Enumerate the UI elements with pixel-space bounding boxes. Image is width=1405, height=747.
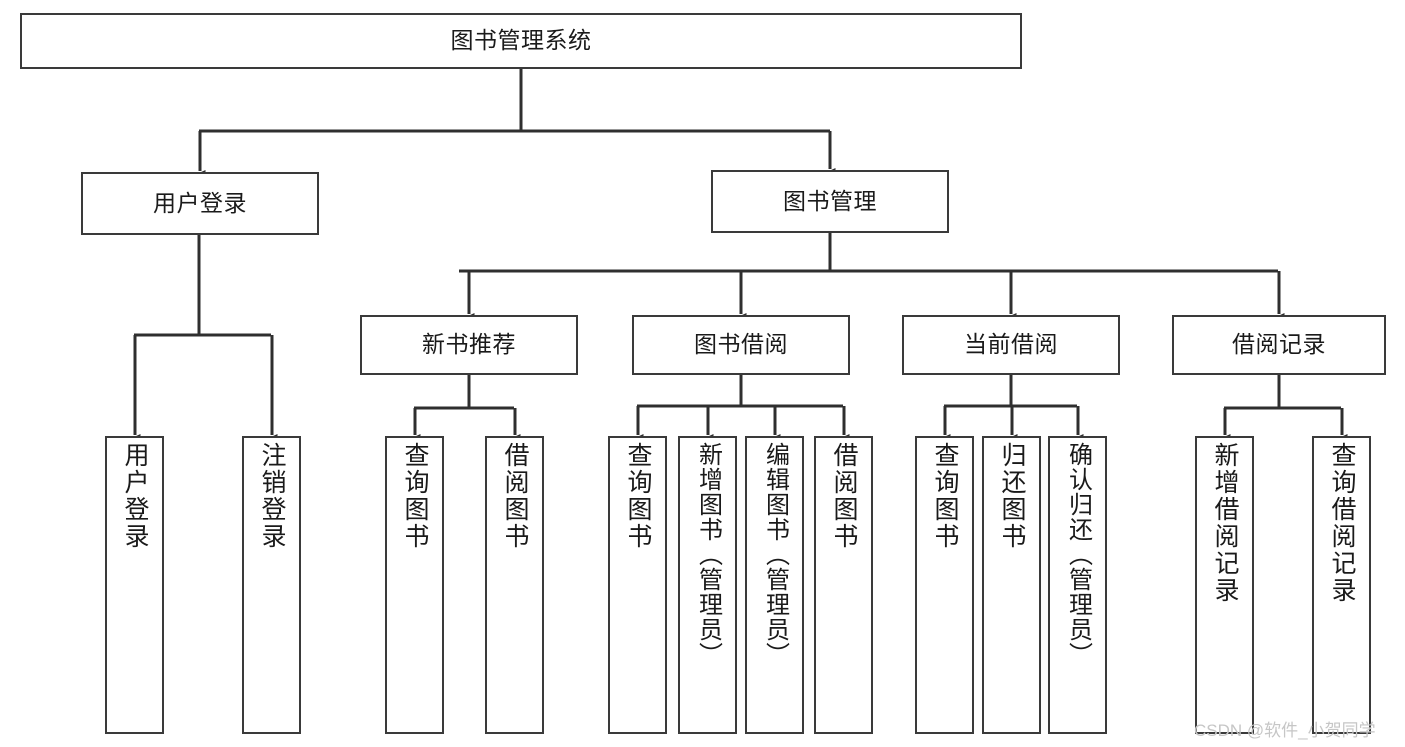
node-leaf-borrow-book-recommend[interactable]: 借阅图书 (485, 436, 544, 734)
node-leaf-edit-book[interactable]: 编辑图书（管理员） (745, 436, 804, 734)
node-root[interactable]: 图书管理系统 (20, 13, 1022, 69)
node-borrow-record[interactable]: 借阅记录 (1172, 315, 1386, 375)
node-leaf-user-login[interactable]: 用户登录 (105, 436, 164, 734)
node-leaf-borrow-book[interactable]: 借阅图书 (814, 436, 873, 734)
node-label-leaf-query-book-recommend: 查询图书 (401, 442, 429, 550)
node-leaf-add-borrow-record[interactable]: 新增借阅记录 (1195, 436, 1254, 734)
node-label-book-manage: 图书管理 (783, 187, 877, 214)
node-current-borrow[interactable]: 当前借阅 (902, 315, 1120, 375)
node-new-book-recommend[interactable]: 新书推荐 (360, 315, 578, 375)
node-label-leaf-logout: 注销登录 (258, 442, 286, 550)
node-leaf-logout[interactable]: 注销登录 (242, 436, 301, 734)
node-label-leaf-add-borrow-record: 新增借阅记录 (1211, 442, 1239, 604)
node-leaf-return-book[interactable]: 归还图书 (982, 436, 1041, 734)
node-leaf-query-book-borrow[interactable]: 查询图书 (608, 436, 667, 734)
node-label-leaf-return-book: 归还图书 (998, 442, 1026, 550)
node-label-current-borrow: 当前借阅 (964, 331, 1058, 358)
node-label-leaf-query-borrow-record: 查询借阅记录 (1328, 442, 1356, 604)
node-label-borrow-record: 借阅记录 (1232, 331, 1326, 358)
node-label-leaf-user-login: 用户登录 (121, 442, 149, 550)
node-book-borrow[interactable]: 图书借阅 (632, 315, 850, 375)
node-label-new-book-recommend: 新书推荐 (422, 331, 516, 358)
node-label-leaf-query-book-current: 查询图书 (931, 442, 959, 550)
node-label-leaf-query-book-borrow: 查询图书 (624, 442, 652, 550)
node-leaf-query-book-recommend[interactable]: 查询图书 (385, 436, 444, 734)
node-leaf-confirm-return[interactable]: 确认归还（管理员） (1048, 436, 1107, 734)
node-label-leaf-add-book: 新增图书（管理员） (694, 442, 722, 667)
node-label-user-login: 用户登录 (153, 189, 247, 216)
connector-lines (129, 69, 1348, 444)
node-leaf-add-book[interactable]: 新增图书（管理员） (678, 436, 737, 734)
node-label-leaf-borrow-book: 借阅图书 (830, 442, 858, 550)
node-user-login[interactable]: 用户登录 (81, 172, 319, 235)
node-label-root: 图书管理系统 (450, 27, 592, 54)
node-label-leaf-borrow-book-recommend: 借阅图书 (501, 442, 529, 550)
node-label-leaf-confirm-return: 确认归还（管理员） (1064, 442, 1092, 667)
node-label-book-borrow: 图书借阅 (694, 331, 788, 358)
node-leaf-query-book-current[interactable]: 查询图书 (915, 436, 974, 734)
node-leaf-query-borrow-record[interactable]: 查询借阅记录 (1312, 436, 1371, 734)
node-label-leaf-edit-book: 编辑图书（管理员） (761, 442, 789, 667)
node-book-manage[interactable]: 图书管理 (711, 170, 949, 233)
